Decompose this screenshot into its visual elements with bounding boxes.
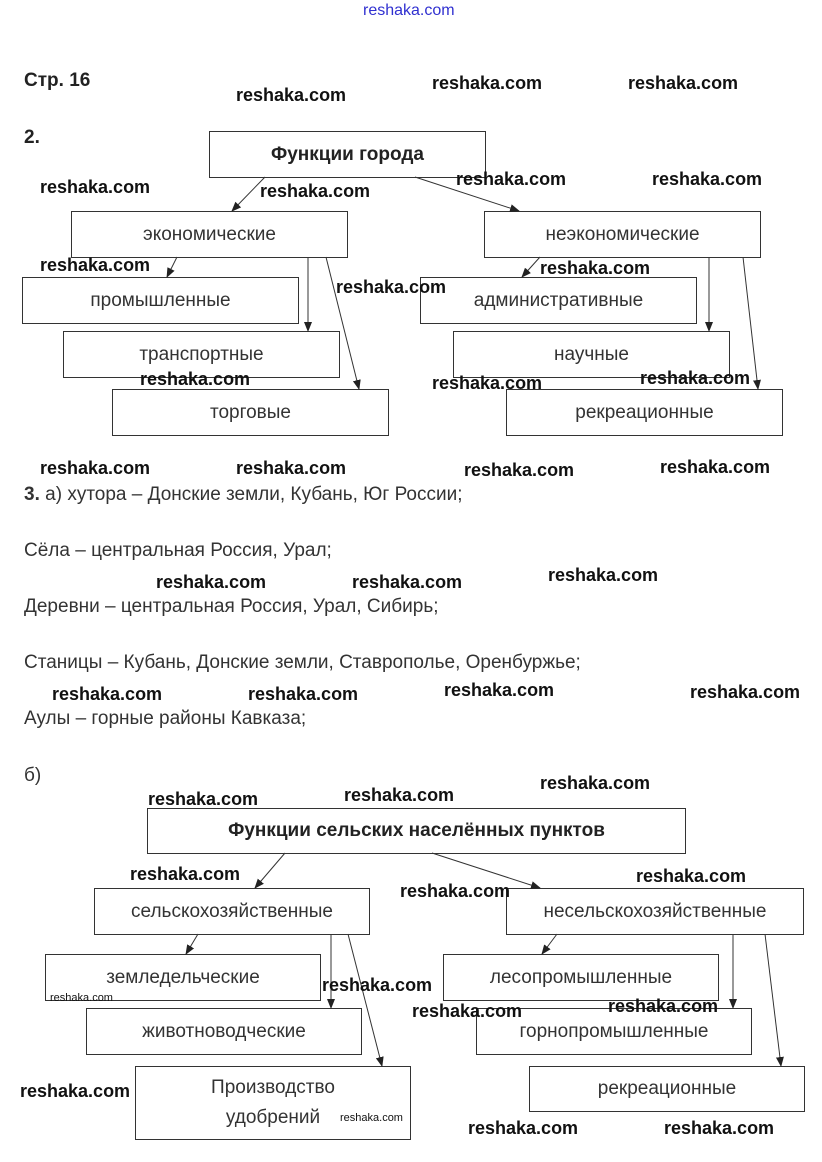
task-2-number: 2.: [24, 127, 40, 148]
arrow: [414, 176, 520, 213]
arrow: [231, 176, 266, 212]
rural-recreational-box: рекреационные: [529, 1066, 805, 1112]
recreational-box: рекреационные: [506, 389, 783, 436]
watermark: reshaka.com: [156, 572, 267, 592]
line-text: а) хутора – Донские земли, Кубань, Юг Ро…: [45, 484, 463, 505]
watermark: reshaka.com: [322, 975, 433, 995]
watermark: reshaka.com: [248, 684, 359, 704]
watermark: reshaka.com: [130, 864, 241, 884]
watermark: reshaka.com: [412, 1001, 523, 1021]
watermark: reshaka.com: [432, 73, 543, 93]
task-3-line: Аулы – горные районы Кавказа;: [24, 708, 307, 729]
watermark: reshaka.com: [548, 565, 659, 585]
watermark: reshaka.com: [540, 258, 651, 278]
box-label: научные: [554, 343, 629, 365]
task-3-line: Станицы – Кубань, Донские земли, Ставроп…: [24, 652, 581, 673]
watermark: reshaka.com: [260, 181, 371, 201]
arrow: [325, 256, 361, 390]
box-label: несельскохозяйственные: [543, 900, 767, 922]
task-3-line: Деревни – центральная Россия, Урал, Сиби…: [24, 596, 439, 617]
watermark: reshaka.com: [20, 1081, 131, 1101]
arrow: [431, 852, 541, 890]
farming-box: земледельческие: [45, 954, 321, 1001]
arrow: [254, 852, 286, 889]
arrow: [347, 933, 384, 1067]
box-label: транспортные: [139, 343, 264, 365]
arrow: [742, 256, 761, 390]
task-3-line-a: 3. а) хутора – Донские земли, Кубань, Юг…: [24, 484, 462, 506]
watermark: reshaka.com: [652, 169, 763, 189]
arrow: [185, 933, 199, 955]
task-3-number: 3.: [24, 484, 40, 505]
header-watermark-link[interactable]: reshaka.com: [363, 2, 455, 19]
arrow: [541, 933, 558, 955]
watermark: reshaka.com: [344, 785, 455, 805]
watermark-small: reshaka.com: [50, 992, 113, 1004]
watermark: reshaka.com: [636, 866, 747, 886]
administrative-box: административные: [420, 277, 697, 324]
economic-box: экономические: [71, 211, 348, 258]
forestry-industry-box: лесопромышленные: [443, 954, 719, 1001]
mining-industry-box: горнопромышленные: [476, 1008, 752, 1055]
watermark: reshaka.com: [40, 177, 151, 197]
watermark: reshaka.com: [444, 680, 555, 700]
task-3-line: Сёла – центральная Россия, Урал;: [24, 540, 332, 561]
city-functions-title-box: Функции города: [209, 131, 486, 178]
box-label: Функции города: [271, 143, 424, 165]
box-label: Функции сельских населённых пунктов: [228, 820, 605, 841]
box-label: промышленные: [90, 289, 231, 311]
watermark: reshaka.com: [400, 881, 511, 901]
livestock-box: животноводческие: [86, 1008, 362, 1055]
watermark: reshaka.com: [40, 458, 151, 478]
box-label: административные: [473, 289, 644, 311]
watermark: reshaka.com: [640, 368, 751, 388]
watermark: reshaka.com: [432, 373, 543, 393]
watermark: reshaka.com: [148, 789, 259, 809]
watermark: reshaka.com: [40, 255, 151, 275]
box-label: неэкономические: [545, 223, 700, 245]
arrow: [521, 256, 541, 278]
page-label: Стр. 16: [24, 70, 91, 91]
watermark: reshaka.com: [236, 85, 347, 105]
watermark: reshaka.com: [464, 460, 575, 480]
transport-box: транспортные: [63, 331, 340, 378]
box-label: рекреационные: [575, 401, 714, 423]
watermark: reshaka.com: [690, 682, 801, 702]
box-label: земледельческие: [106, 966, 260, 988]
box-label: экономические: [143, 223, 276, 245]
watermark: reshaka.com: [236, 458, 347, 478]
non-agricultural-box: несельскохозяйственные: [506, 888, 804, 935]
watermark: reshaka.com: [664, 1118, 775, 1138]
arrow: [764, 933, 784, 1067]
box-label: сельскохозяйственные: [131, 900, 333, 922]
watermark: reshaka.com: [608, 996, 719, 1016]
box-label: торговые: [209, 401, 292, 423]
task-3-part-b-label: б): [24, 765, 42, 786]
trade-box: торговые: [112, 389, 389, 436]
industrial-box: промышленные: [22, 277, 299, 324]
watermark: reshaka.com: [628, 73, 739, 93]
watermark: reshaka.com: [468, 1118, 579, 1138]
agricultural-box: сельскохозяйственные: [94, 888, 370, 935]
box-label: животноводческие: [142, 1020, 306, 1042]
watermark-small: reshaka.com: [340, 1112, 403, 1124]
scientific-box: научные: [453, 331, 730, 378]
watermark: reshaka.com: [540, 773, 651, 793]
box-label: лесопромышленные: [489, 966, 673, 988]
watermark: reshaka.com: [336, 277, 447, 297]
watermark: reshaka.com: [660, 457, 771, 477]
watermark: reshaka.com: [140, 369, 251, 389]
arrow: [166, 256, 178, 278]
box-label: Производство удобрений: [211, 1077, 335, 1128]
non-economic-box: неэкономические: [484, 211, 761, 258]
box-label: горнопромышленные: [519, 1020, 709, 1042]
fertilizer-production-box: Производство удобрений: [135, 1066, 411, 1140]
watermark: reshaka.com: [352, 572, 463, 592]
rural-functions-title-box: Функции сельских населённых пунктов: [147, 808, 686, 854]
box-label: рекреационные: [597, 1078, 737, 1099]
watermark: reshaka.com: [52, 684, 163, 704]
watermark: reshaka.com: [456, 169, 567, 189]
